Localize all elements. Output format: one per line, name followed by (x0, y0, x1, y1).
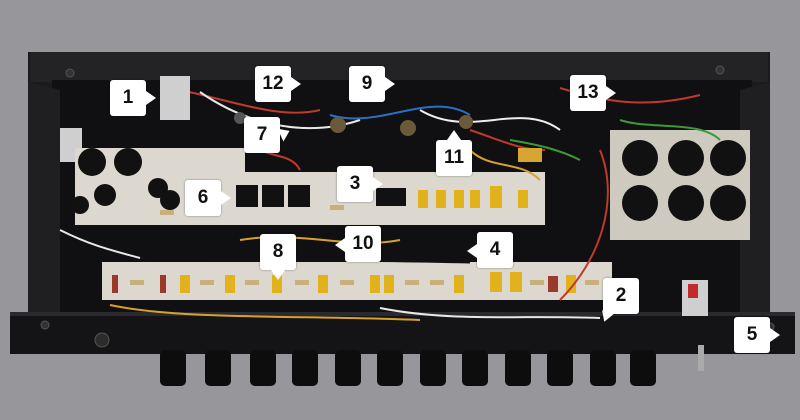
red-connector (688, 284, 698, 298)
power-supply-caps (71, 148, 180, 214)
callout-10: 10 (345, 226, 381, 262)
screw-top-right (715, 65, 725, 75)
callout-5-arrow (770, 328, 780, 342)
callout-5: 5 (734, 317, 770, 353)
top-potentiometers (234, 112, 542, 162)
callout-11: 11 (436, 140, 472, 176)
yellow-caps-lower (112, 272, 576, 293)
callout-4: 4 (477, 232, 513, 268)
tube-row (160, 350, 656, 386)
filter-capacitors (622, 140, 746, 221)
callout-13: 13 (570, 75, 606, 111)
relays (236, 185, 406, 207)
callout-3: 3 (337, 166, 373, 202)
callout-1: 1 (110, 80, 146, 116)
resistors (130, 205, 599, 285)
callout-8-arrow (271, 270, 285, 280)
callout-12-arrow (291, 77, 301, 91)
callout-3-arrow (373, 177, 383, 191)
toggle-switch (698, 345, 704, 371)
callout-7: 7 (244, 117, 280, 153)
chassis-left-wall (28, 82, 60, 330)
callout-2: 2 (603, 278, 639, 314)
input-jack (94, 332, 110, 348)
callout-12: 12 (255, 66, 291, 102)
callout-10-arrow (335, 238, 345, 252)
chassis-top-rail (30, 52, 768, 82)
callout-1-arrow (146, 91, 156, 105)
callout-8: 8 (260, 234, 296, 270)
callout-9-arrow (385, 77, 395, 91)
screw-top-left (65, 68, 75, 78)
yellow-caps-upper (418, 186, 528, 208)
callout-9: 9 (349, 66, 385, 102)
callout-4-arrow (467, 244, 477, 258)
callout-6-arrow (221, 191, 231, 205)
chassis-front-rail (10, 312, 795, 354)
callout-6: 6 (185, 180, 221, 216)
screw-bottom-left (40, 320, 50, 330)
front-rail-edge (10, 312, 795, 316)
top-ac-socket (160, 76, 190, 120)
callout-11-arrow (447, 130, 461, 140)
callout-13-arrow (606, 86, 616, 100)
